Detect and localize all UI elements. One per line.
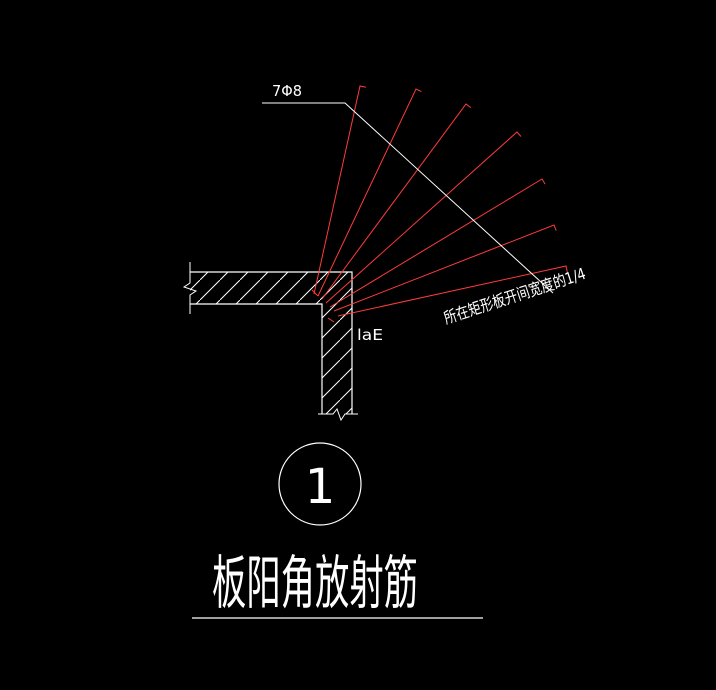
- radial-rebar-2: [317, 88, 422, 297]
- concrete-section: [182, 262, 358, 422]
- radial-rebars: [311, 85, 568, 323]
- radial-rebar-1: [313, 85, 367, 295]
- radial-rebar-7: [337, 265, 568, 317]
- drawing-title: 板阳角放射筋: [212, 549, 418, 617]
- rebar-leader-line: [262, 102, 554, 294]
- slab-break-symbol: [182, 262, 198, 314]
- radial-rebar-3: [321, 103, 472, 300]
- detail-number: 1: [305, 459, 336, 515]
- detail-marker-circle: [278, 442, 362, 526]
- radial-rebar-5: [329, 178, 546, 308]
- concrete-section-outline: [190, 271, 353, 414]
- rebar-anchor-hooks: [311, 289, 335, 323]
- radial-rebar-6: [333, 224, 557, 312]
- detail-marker: 1: [278, 442, 362, 526]
- rebar-spec-label: 7Φ8: [272, 82, 302, 100]
- wall-break-symbol: [318, 407, 358, 422]
- radial-rebar-4: [325, 131, 522, 304]
- concrete-section-hatch: [190, 272, 352, 414]
- laE-label: laE: [357, 326, 383, 344]
